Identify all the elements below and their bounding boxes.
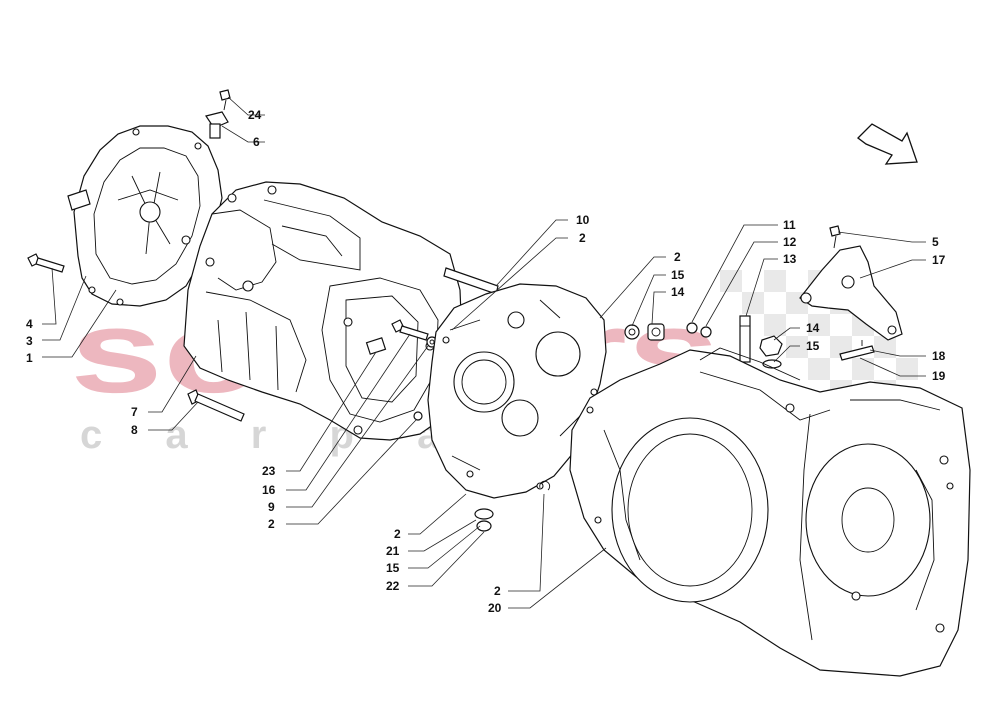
direction-arrow-icon xyxy=(857,123,918,165)
leader-lines xyxy=(42,96,926,609)
callout-24: 24 xyxy=(248,108,262,122)
callout-18: 18 xyxy=(932,349,946,363)
pin-13-part xyxy=(739,315,751,363)
bolt-4-part xyxy=(27,253,65,273)
end-cover-part xyxy=(67,125,223,307)
intermediate-plate-part xyxy=(427,283,607,499)
callout-15-c: 15 xyxy=(386,561,400,575)
seal-14a-part xyxy=(624,324,640,340)
callout-15-b: 15 xyxy=(806,339,820,353)
callout-3: 3 xyxy=(26,334,33,348)
callout-2-a: 2 xyxy=(579,231,586,245)
callout-13: 13 xyxy=(783,252,797,266)
callout-2-d: 2 xyxy=(394,527,401,541)
callout-2-c: 2 xyxy=(268,517,275,531)
callout-6: 6 xyxy=(253,135,260,149)
bolt-8-part xyxy=(187,389,245,422)
dowel-23-part xyxy=(365,337,387,355)
callout-8: 8 xyxy=(131,423,138,437)
bolt-24-part xyxy=(219,89,231,111)
callout-2-e: 2 xyxy=(494,584,501,598)
plug-21-part xyxy=(474,508,494,532)
callout-1: 1 xyxy=(26,351,33,365)
clip-2-part xyxy=(539,480,551,491)
callout-4: 4 xyxy=(26,317,33,331)
callout-23: 23 xyxy=(262,464,276,478)
breather-14b-part xyxy=(759,335,783,369)
callout-17: 17 xyxy=(932,253,946,267)
callout-14-a: 14 xyxy=(671,285,685,299)
callout-9: 9 xyxy=(268,500,275,514)
bracket-17-part xyxy=(799,225,903,341)
callout-19: 19 xyxy=(932,369,946,383)
callout-15-a: 15 xyxy=(671,268,685,282)
callouts: 24 6 4 3 1 7 8 10 2 2 15 14 11 12 13 14 … xyxy=(26,108,946,615)
callout-2-b: 2 xyxy=(674,250,681,264)
plate-18-part xyxy=(839,340,875,361)
callout-12: 12 xyxy=(783,235,797,249)
callout-5: 5 xyxy=(932,235,939,249)
bellhousing-part xyxy=(569,347,971,677)
bolt-16-part xyxy=(391,319,429,341)
callout-22: 22 xyxy=(386,579,400,593)
callout-21: 21 xyxy=(386,544,400,558)
nut-11-part xyxy=(686,322,712,338)
sensor-6-part xyxy=(205,111,229,139)
callout-20: 20 xyxy=(488,601,502,615)
callout-11: 11 xyxy=(783,218,796,232)
callout-10: 10 xyxy=(576,213,590,227)
callout-7: 7 xyxy=(131,405,138,419)
callout-16: 16 xyxy=(262,483,276,497)
oring-2-part xyxy=(413,411,423,421)
plug-15a-part xyxy=(647,323,665,341)
callout-14-b: 14 xyxy=(806,321,820,335)
